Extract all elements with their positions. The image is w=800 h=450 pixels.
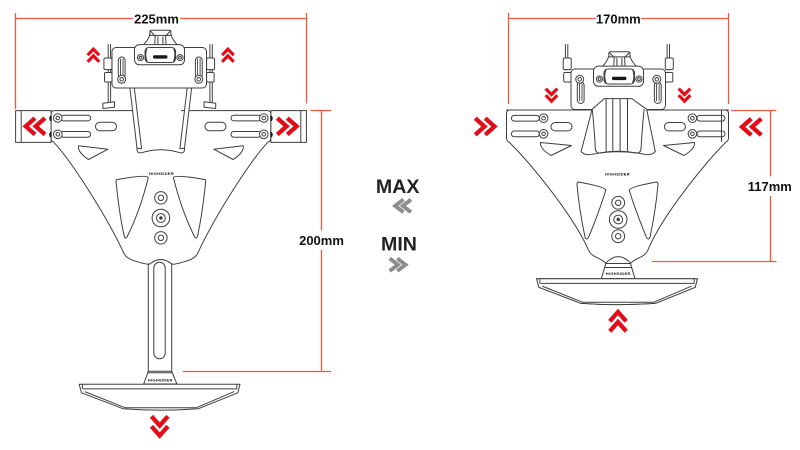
svg-text:MIN: MIN xyxy=(381,234,417,256)
svg-text:HIGHSIDER: HIGHSIDER xyxy=(148,377,173,382)
svg-text:200mm: 200mm xyxy=(299,233,344,248)
svg-text:HIGHSIDER: HIGHSIDER xyxy=(606,271,631,276)
svg-text:225mm: 225mm xyxy=(134,12,179,27)
svg-text:HIGHSIDER: HIGHSIDER xyxy=(605,172,630,177)
svg-text:HIGHSIDER: HIGHSIDER xyxy=(149,171,174,176)
svg-text:117mm: 117mm xyxy=(748,179,792,194)
svg-text:170mm: 170mm xyxy=(596,12,641,27)
svg-text:MAX: MAX xyxy=(376,176,420,198)
